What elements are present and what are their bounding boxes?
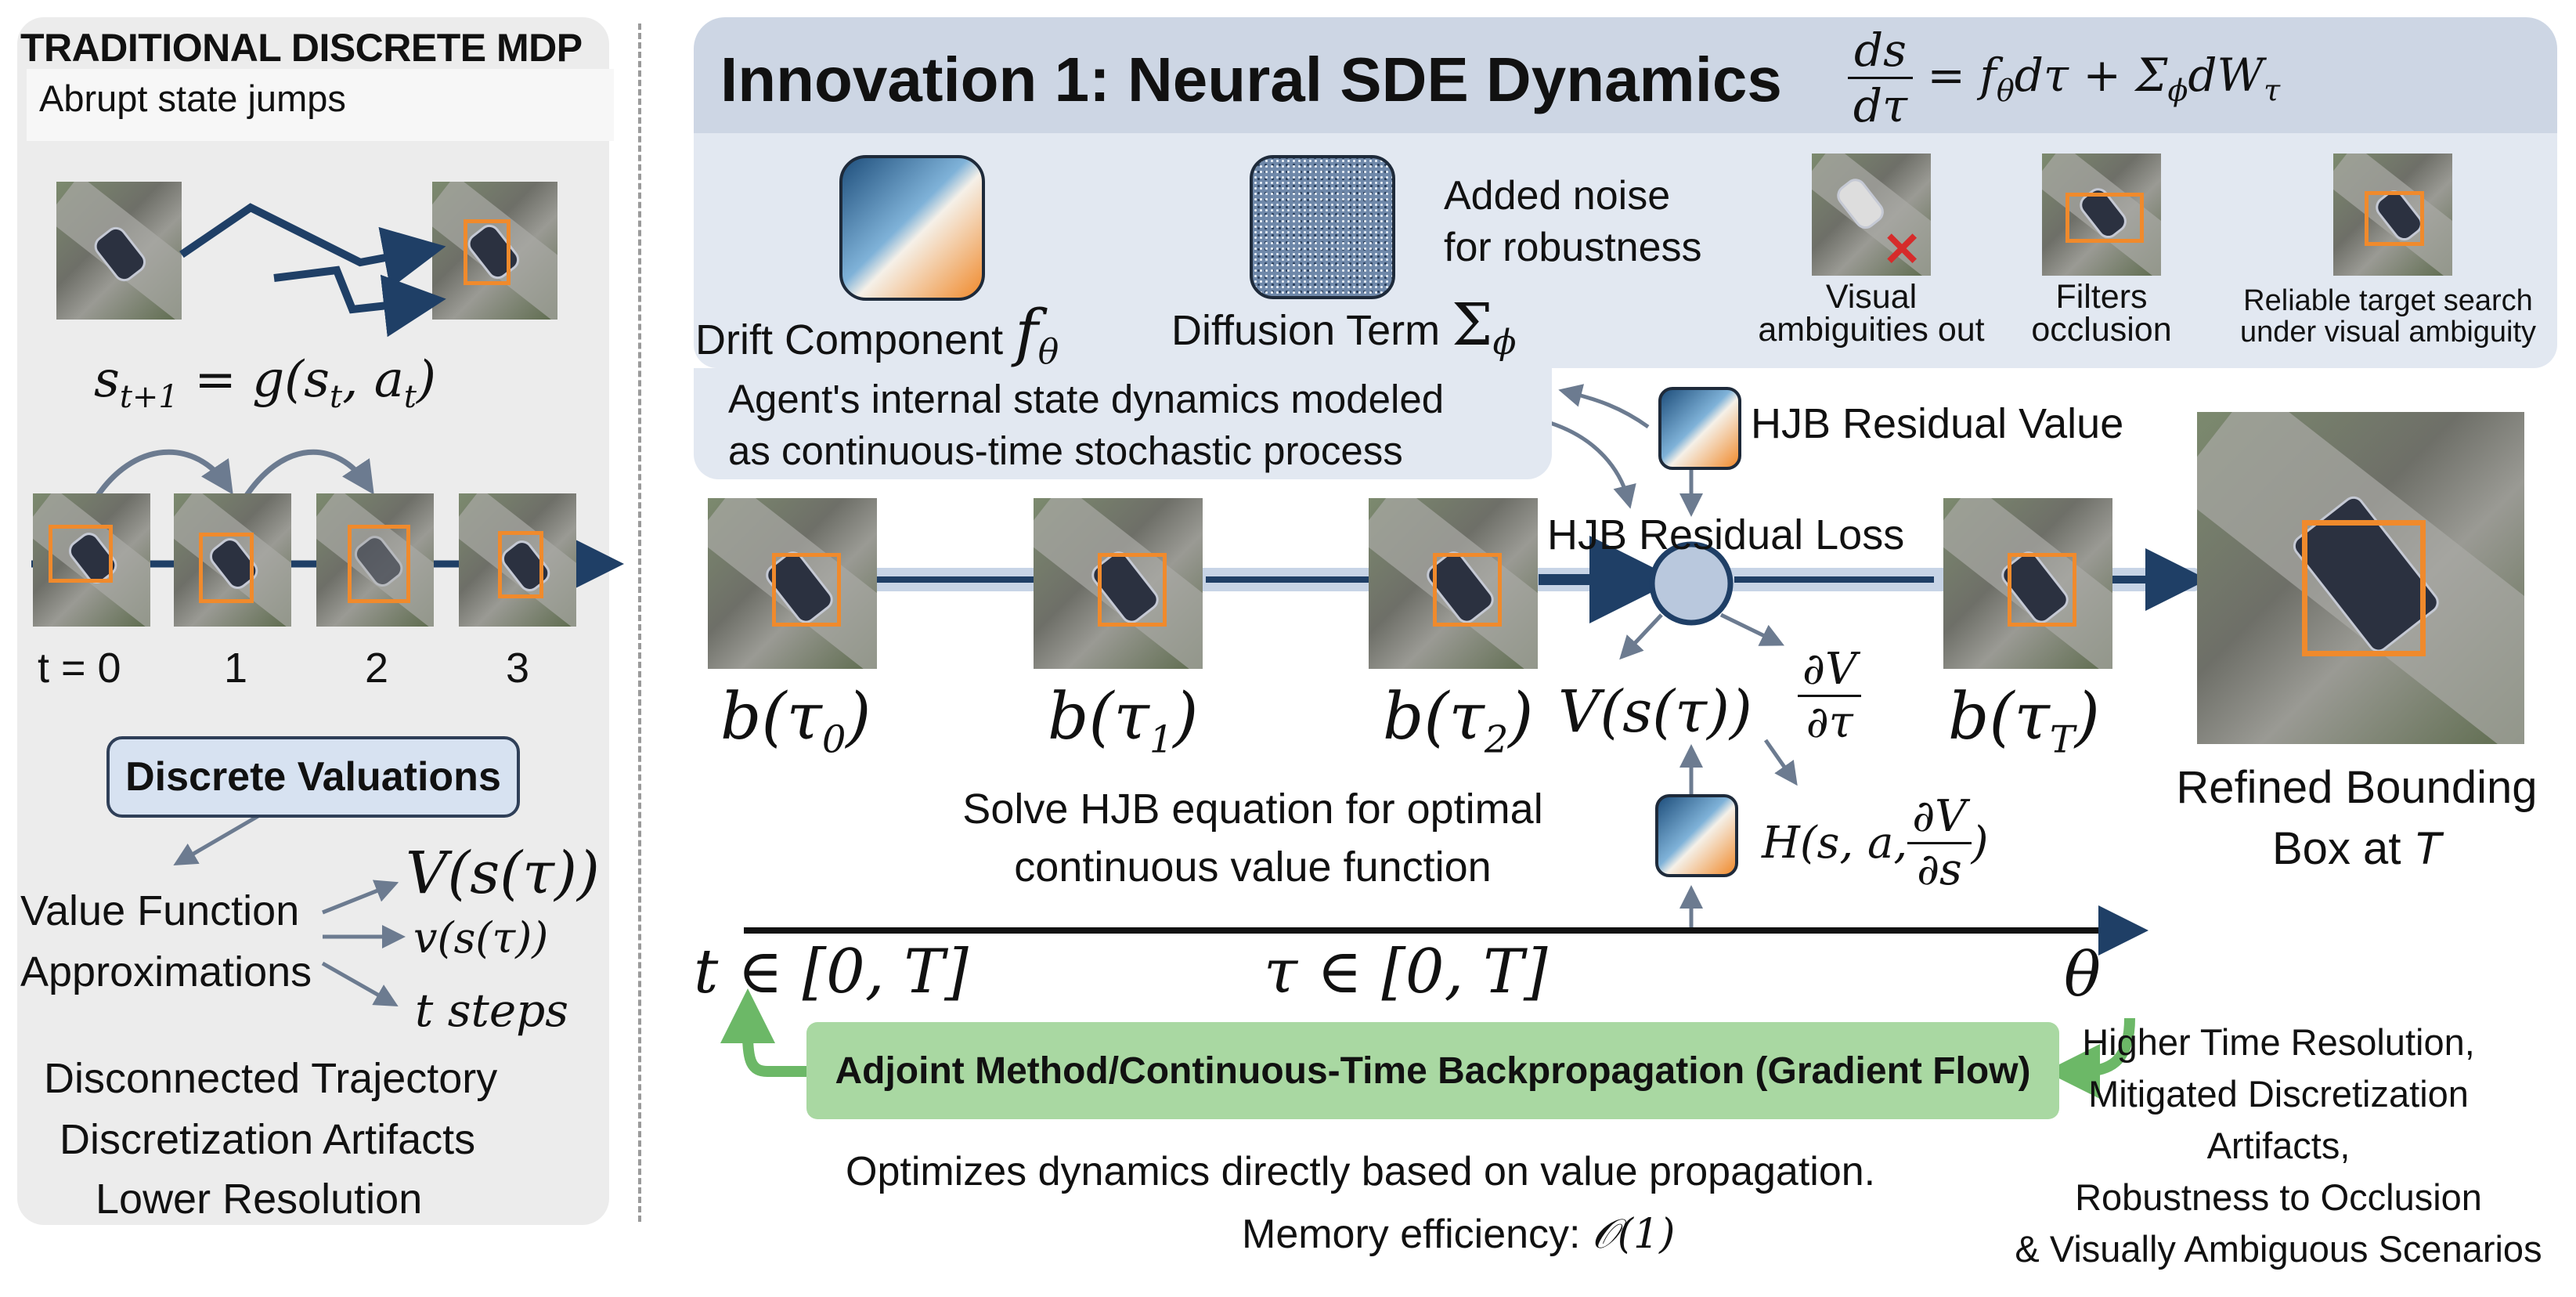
filters-thumb <box>2042 154 2161 276</box>
panel-divider <box>638 23 641 1222</box>
sde-equation: ds dτ = fθdτ + ΣϕdWτ <box>1848 23 2280 132</box>
components-band <box>694 133 2557 368</box>
belief-frame-T <box>1943 498 2112 669</box>
axis-theta-label: θ <box>2064 940 2101 1010</box>
memory-note: Memory efficiency: 𝒪(1) <box>1242 1211 1676 1258</box>
refined-line-1: Refined Bounding <box>2176 762 2538 813</box>
hjb-loss-label: HJB Residual Loss <box>1547 511 1905 558</box>
cross-icon: ✕ <box>1882 223 1922 276</box>
state-thumbnail-end <box>432 182 557 320</box>
left-subtitle-box: Abrupt state jumps <box>27 69 614 141</box>
reliable-thumb <box>2333 154 2452 276</box>
noise-note-1: Added noise <box>1444 173 1671 219</box>
jump-arrow-1 <box>179 203 446 289</box>
benefits-list: Higher Time Resolution, Mitigated Discre… <box>1981 1017 2576 1275</box>
bullet-disconnected: Disconnected Trajectory <box>44 1055 498 1102</box>
left-title: TRADITIONAL DISCRETE MDP <box>20 26 583 70</box>
solve-hjb-line-2: continuous value function <box>1014 844 1492 891</box>
innovation-header <box>694 17 2557 133</box>
bullet-artifacts: Discretization Artifacts <box>60 1116 476 1163</box>
discrete-frame-0 <box>33 493 150 627</box>
node-to-partial-arrow <box>1719 612 1784 646</box>
diffusion-label: Diffusion Term Σϕ <box>1171 291 1517 363</box>
v-to-h-arrow <box>1763 739 1798 786</box>
discrete-frame-3 <box>459 493 576 627</box>
belief-label-0: b(τ0) <box>720 680 871 762</box>
timestep-1: 1 <box>224 645 248 692</box>
discrete-frame-1 <box>174 493 291 627</box>
discrete-valuations-box: Discrete Valuations <box>106 736 520 818</box>
hamiltonian-icon <box>1655 794 1738 877</box>
drift-component-icon <box>839 155 985 301</box>
agent-to-node-arrow <box>1550 421 1636 509</box>
benefit-2: Mitigated Discretization <box>2088 1073 2469 1115</box>
node-to-v-arrow <box>1619 613 1663 660</box>
belief-frame-0 <box>708 498 877 669</box>
diffusion-noise-icon <box>1250 155 1395 299</box>
agent-note-2: as continuous-time stochastic process <box>728 428 1403 473</box>
hamiltonian-expression: H(s, a, ∂V∂s) <box>1762 791 1989 895</box>
hop-arrow-1 <box>92 449 233 503</box>
timestep-2: 2 <box>365 645 389 692</box>
belief-label-2: b(τ2) <box>1383 680 1534 762</box>
agent-note-1: Agent's internal state dynamics modeled <box>728 377 1445 421</box>
value-to-agent-arrow <box>1558 384 1650 429</box>
mdp-equation: st+1 = g(st, at) <box>94 351 436 415</box>
benefit-3: Artifacts, <box>2206 1125 2351 1166</box>
adjoint-method-bar: Adjoint Method/Continuous-Time Backpropa… <box>806 1022 2059 1119</box>
belief-label-T: b(τT) <box>1948 680 2100 762</box>
refined-line-2: Box at T <box>2272 823 2441 874</box>
gradient-return-arrow-right <box>2045 1017 2135 1099</box>
jump-arrow-2 <box>273 266 446 338</box>
axis-tau-label: τ ∈ [0, T] <box>1264 937 1548 1007</box>
belief-frame-1 <box>1034 498 1203 669</box>
benefit-1: Higher Time Resolution, <box>2082 1021 2475 1063</box>
belief-label-1: b(τ1) <box>1048 680 1199 762</box>
vf-arrow-1 <box>322 880 399 915</box>
hjb-node <box>1649 541 1734 626</box>
value-function-label: Value Function <box>20 887 300 934</box>
discrete-frame-2 <box>316 493 434 627</box>
visual-ambiguity-thumb: ✕ <box>1812 154 1931 276</box>
vf-big-symbol: V(s(τ)) <box>406 840 600 907</box>
refined-bbox-image <box>2197 412 2524 744</box>
drift-label: Drift Component fθ <box>695 296 1059 372</box>
vf-small-symbol: v(s(τ)) <box>413 913 549 963</box>
state-thumbnail-start <box>56 182 182 320</box>
benefit-5: & Visually Ambiguous Scenarios <box>2015 1228 2542 1270</box>
value-function-symbol: V(s(τ)) <box>1558 678 1752 746</box>
timestep-0: t = 0 <box>38 645 121 692</box>
hop-arrow-2 <box>240 449 374 503</box>
benefit-4: Robustness to Occlusion <box>2075 1176 2482 1218</box>
approximations-label: Approximations <box>20 948 312 995</box>
belief-frame-2 <box>1369 498 1538 669</box>
hjb-value-label: HJB Residual Value <box>1751 400 2124 447</box>
agent-note-box <box>694 368 1552 479</box>
timestep-3: 3 <box>506 645 530 692</box>
left-subtitle: Abrupt state jumps <box>39 78 346 119</box>
bullet-resolution: Lower Resolution <box>96 1176 423 1223</box>
optimizes-note: Optimizes dynamics directly based on val… <box>846 1149 1876 1194</box>
solve-hjb-line-1: Solve HJB equation for optimal <box>962 786 1543 833</box>
axis-t-label: t ∈ [0, T] <box>694 937 969 1007</box>
hjb-value-icon <box>1658 387 1741 470</box>
valuation-arrow <box>173 809 268 866</box>
partial-v-tau: ∂V∂τ <box>1798 644 1862 748</box>
noise-note-2: for robustness <box>1444 225 1702 270</box>
gradient-return-arrow-left <box>720 988 806 1077</box>
vf-steps-symbol: t steps <box>415 984 569 1037</box>
vf-arrow-3 <box>321 961 399 1006</box>
innovation-title: Innovation 1: Neural SDE Dynamics <box>720 45 1782 114</box>
